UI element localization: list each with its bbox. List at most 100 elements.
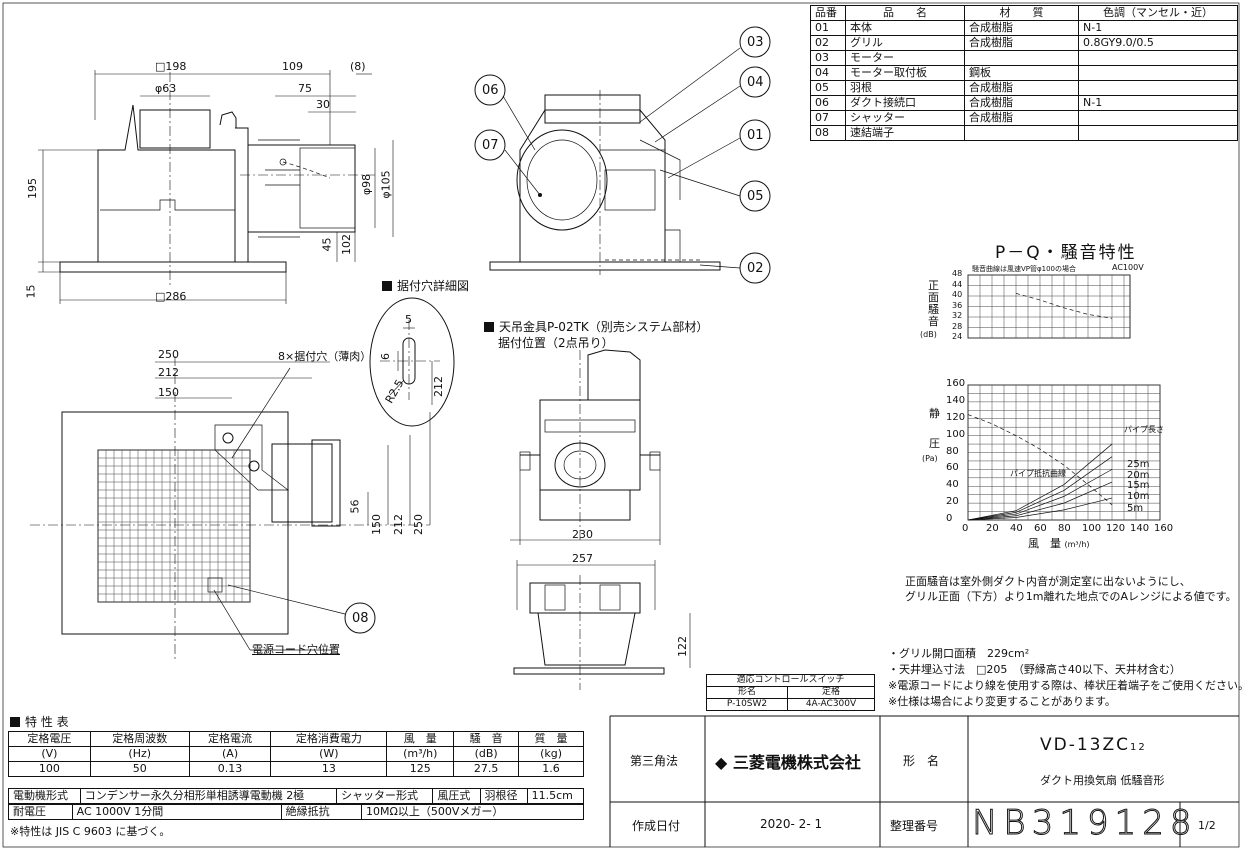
pipe-length-label: 15m — [1127, 480, 1150, 492]
spec-values: 100 50 0.13 13 125 27.5 1.6 — [8, 761, 584, 777]
noise-grid — [967, 274, 1131, 339]
x-tick-label: 100 — [1082, 523, 1102, 534]
bracket-views — [510, 349, 691, 690]
chart-noise-unit: (dB) — [920, 330, 937, 339]
bracket-sub: 据付位置（2点吊り） — [498, 336, 614, 350]
spec-table: 定格電圧 定格周波数 定格電流 定格消費電力 風 量 騒 音 質 量 (V) (… — [8, 731, 584, 777]
note-3: ※電源コードにより線を使用する際は、棒状圧着端子をご使用ください。 — [888, 679, 1242, 692]
noise-tick-label: 36 — [952, 300, 963, 310]
pipe-length-label: 25m — [1127, 459, 1150, 471]
x-tick-label: 80 — [1058, 523, 1071, 534]
callout-04: 04 — [747, 75, 764, 90]
dim-30: 30 — [316, 98, 330, 111]
date-value: 2020- 2- 1 — [760, 817, 823, 831]
pressure-tick-label: 120 — [946, 411, 966, 423]
chart-pipe-len: パイプ長さ — [1124, 425, 1164, 434]
pressure-tick-label: 20 — [946, 496, 959, 508]
dim-195: 195 — [26, 178, 39, 199]
bracket-dim-257: 257 — [572, 552, 593, 565]
plan-dim-v150: 150 — [370, 514, 383, 535]
model-number: VD-13ZC12 — [1040, 735, 1147, 755]
callout-03: 03 — [747, 35, 764, 50]
pq-series — [967, 293, 1113, 521]
front-elevation — [38, 70, 394, 304]
plan-dim-v250: 250 — [412, 514, 425, 535]
series-line-5m — [967, 497, 1113, 521]
series-line-noise — [1015, 293, 1113, 319]
callout-05: 05 — [747, 189, 764, 204]
noise-tick-label: 32 — [952, 311, 963, 320]
x-tick-label: 20 — [986, 523, 999, 534]
model-description: ダクト用換気扇 低騒音形 — [1040, 774, 1165, 787]
note-1: ・グリル開口面積 229cm² — [888, 647, 1030, 660]
dim-d105: φ105 — [379, 170, 393, 199]
mount-dim-5: 5 — [405, 313, 412, 326]
mount-detail-title: 据付穴詳細図 — [382, 277, 469, 294]
plan-dim-v212: 212 — [392, 514, 405, 535]
perspective-view — [489, 90, 721, 275]
pipe-resist-label: パイプ抵抗曲線 — [1010, 469, 1066, 478]
pipe-length-label: 20m — [1127, 470, 1150, 482]
note-noise-2: グリル正面（下方）より1m離れた地点でのAレンジによる値です。 — [905, 590, 1237, 603]
pressure-tick-label: 60 — [946, 462, 959, 474]
pq-grid — [967, 384, 1161, 521]
x-tick-label: 140 — [1130, 523, 1150, 534]
date-label: 作成日付 — [632, 819, 681, 833]
plan-holes-note: 8×据付穴（薄肉） — [278, 350, 372, 363]
plan-dim-250: 250 — [158, 348, 179, 361]
pressure-tick-label: 80 — [946, 445, 959, 457]
x-tick-label: 0 — [962, 523, 969, 534]
series-line-15m — [967, 469, 1113, 521]
number-label: 整理番号 — [890, 819, 939, 833]
pipe-length-label: 5m — [1127, 503, 1144, 515]
x-tick-label: 160 — [1154, 523, 1174, 534]
callout-07: 07 — [482, 138, 499, 153]
noise-tick-label: 24 — [952, 332, 963, 341]
parts-table-header: 品番 品 名 材 質 色調（マンセル・近） — [810, 5, 1238, 21]
chart-p-unit: (Pa) — [922, 454, 938, 463]
x-tick-label: 60 — [1034, 523, 1047, 534]
chart-p-ylabel-1: 静 — [929, 407, 940, 420]
model-label: 形 名 — [903, 754, 940, 768]
mount-dim-212: 212 — [432, 376, 445, 397]
bracket-dim-230: 230 — [572, 528, 593, 541]
noise-tick-label: 44 — [952, 279, 963, 289]
spec-table-extra-2: 耐電圧 AC 1000V 1分間 絶縁抵抗 10MΩ以上（500Vメガー） — [8, 804, 584, 820]
note-4: ※仕様は場合により変更することがあります。 — [888, 695, 1116, 708]
chart-voltage: AC100V — [1112, 263, 1144, 272]
chart-title: P－Q・騒音特性 — [995, 243, 1137, 263]
pressure-tick-label: 0 — [946, 513, 953, 524]
dim-102: 102 — [340, 234, 353, 255]
plan-cord-note: 電源コード穴位置 — [252, 643, 340, 656]
page-number: 1/2 — [1198, 819, 1216, 832]
callout-06: 06 — [482, 83, 499, 98]
mount-dim-6: 6 — [379, 353, 392, 360]
callout-01: 01 — [747, 128, 764, 143]
drawing-number: NB319128 — [972, 803, 1198, 844]
x-tick-label: 120 — [1106, 523, 1126, 534]
mount-detail — [369, 297, 455, 427]
x-tick-label: 40 — [1010, 523, 1023, 534]
callouts — [227, 26, 771, 634]
callout-08: 08 — [352, 611, 369, 626]
series-line-pq — [967, 414, 1113, 506]
spec-table-title: 特 性 表 — [10, 713, 69, 730]
diamond-logo-icon: ◆ — [715, 753, 728, 772]
plan-dim-212: 212 — [158, 366, 179, 379]
plan-dim-v56: 56 — [348, 499, 362, 514]
pressure-tick-label: 100 — [946, 428, 966, 440]
note-noise-1: 正面騒音は室外側ダクト内音が測定室に出ないようにし、 — [905, 575, 1191, 588]
projection-label: 第三角法 — [630, 754, 679, 768]
pressure-tick-label: 40 — [946, 479, 959, 491]
chart-noise-note: 騒音曲線は風速VP管φ100の場合 — [972, 265, 1076, 273]
